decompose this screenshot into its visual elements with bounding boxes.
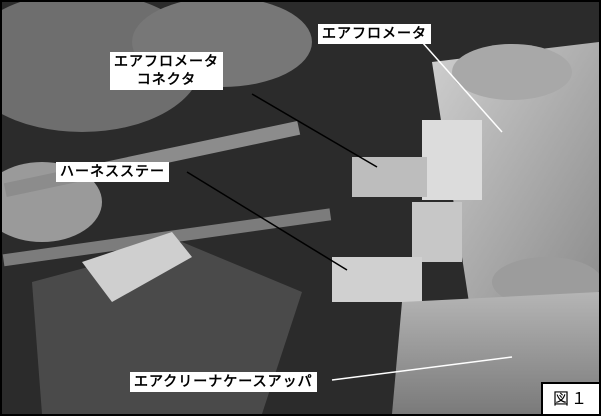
harness-stay-part (332, 257, 422, 302)
bracket-part (82, 232, 192, 302)
leader-line-connector (251, 93, 378, 168)
airflow-meter-connector (422, 120, 482, 200)
leader-line-air-cleaner (331, 356, 513, 381)
figure-number-label: 図１ (540, 382, 599, 414)
leader-line-airflow-meter (421, 41, 503, 133)
label-airflow-meter: エアフロメータ (318, 24, 431, 44)
label-connector-line1: エアフロメータ (114, 54, 219, 70)
label-air-cleaner-case-upper: エアクリーナケースアッパ (130, 372, 317, 392)
label-harness-stay: ハーネスステー (56, 162, 169, 182)
label-airflow-meter-connector: エアフロメータ コネクタ (110, 52, 223, 90)
label-connector-line2: コネクタ (136, 72, 197, 88)
airflow-meter-body (432, 42, 599, 322)
leader-line-harness-stay (186, 171, 348, 271)
